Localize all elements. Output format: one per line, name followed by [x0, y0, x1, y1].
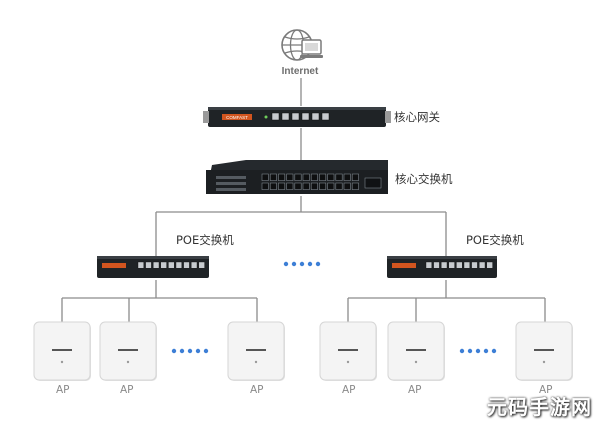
core-switch-label: 核心交换机: [395, 172, 453, 186]
ap-label-3: AP: [250, 384, 264, 396]
poe-switch-right-device: [387, 256, 497, 278]
poe-switch-right-label: POE交换机: [466, 233, 524, 247]
gateway-brand-text: COMFAST: [226, 115, 248, 120]
left-ap-ellipsis-dots: [171, 348, 209, 354]
poe-switch-left-device: [97, 256, 209, 278]
access-point-device: [515, 321, 573, 381]
ap-label-5: AP: [408, 384, 422, 396]
watermark-text: 元码手游网: [487, 395, 592, 419]
ap-label-4: AP: [342, 384, 356, 396]
core-switch-device: [206, 160, 388, 194]
ap-label-1: AP: [56, 384, 70, 396]
access-point-device: [99, 321, 157, 381]
right-ap-ellipsis-dots: [459, 348, 497, 354]
internet-globe-icon: [281, 29, 323, 61]
poe-switch-left-label: POE交换机: [176, 233, 234, 247]
ap-label-6: AP: [539, 384, 553, 396]
core-gateway-label: 核心网关: [394, 110, 440, 124]
access-point-device: [319, 321, 377, 381]
poe-ellipsis-dots: [283, 261, 321, 267]
access-points: [33, 321, 573, 381]
connection-lines: [61, 78, 546, 322]
access-point-device: [387, 321, 445, 381]
ap-label-2: AP: [120, 384, 134, 396]
internet-label: Internet: [282, 66, 319, 77]
access-point-device: [33, 321, 91, 381]
access-point-device: [227, 321, 285, 381]
core-gateway-device: COMFAST: [203, 107, 391, 127]
